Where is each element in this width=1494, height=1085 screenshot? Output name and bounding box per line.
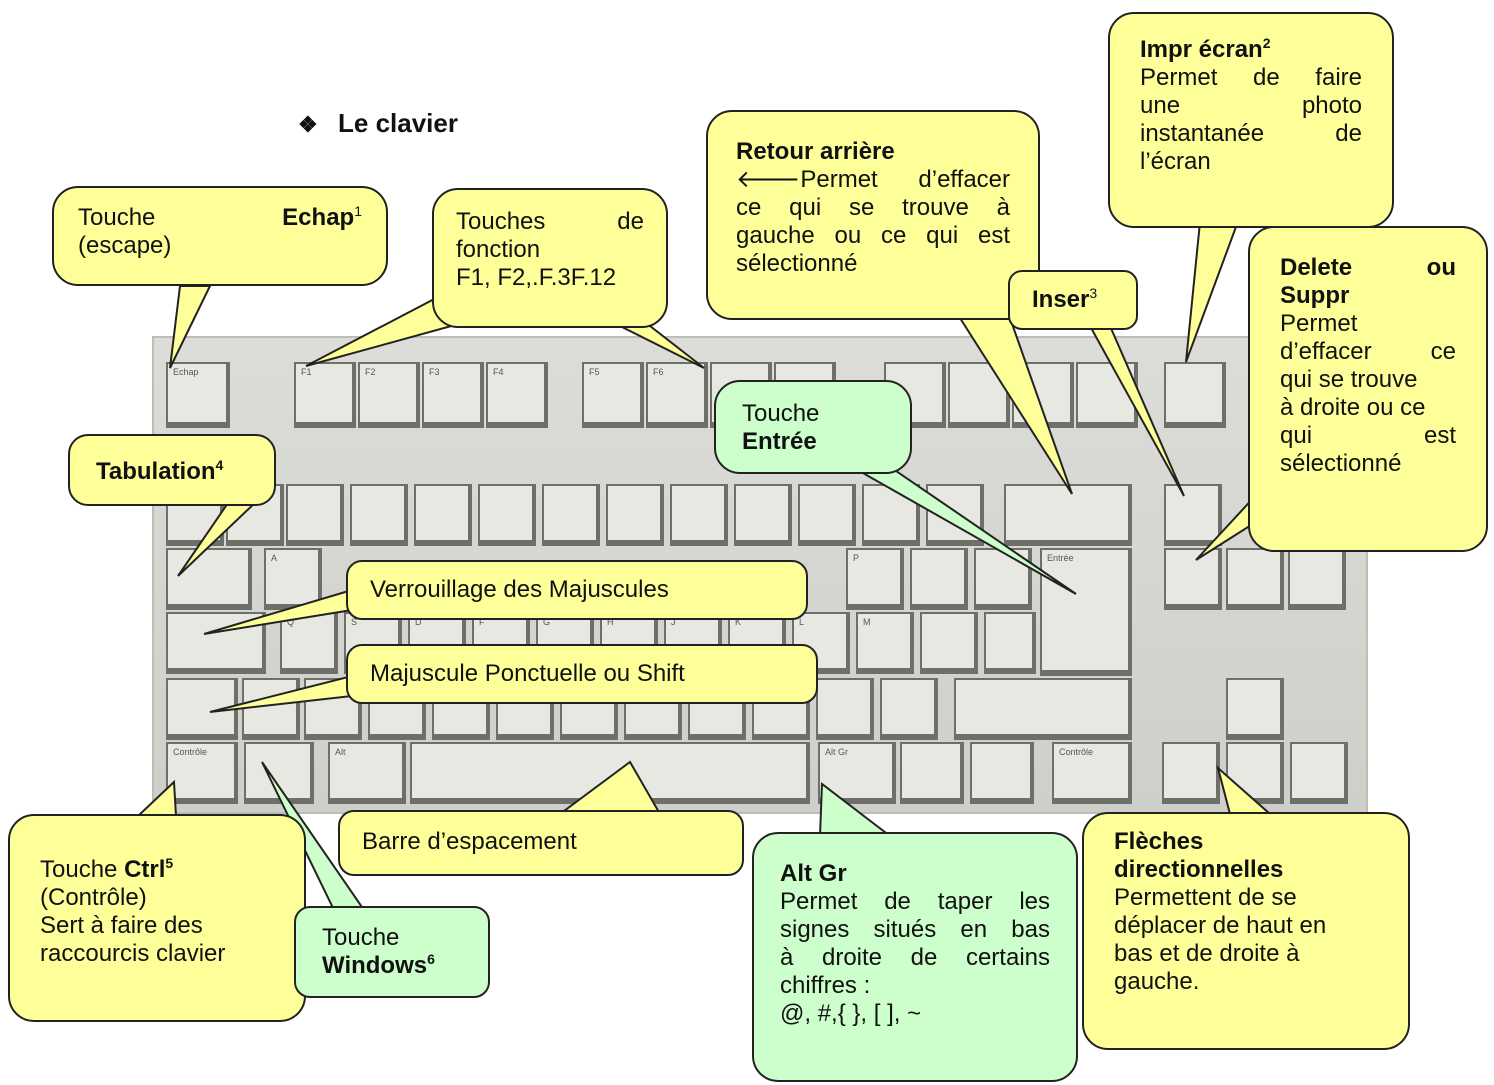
verr-tail: [203, 588, 353, 635]
key-8: [670, 484, 728, 546]
key-less: [242, 678, 300, 740]
callout-tabulation: Tabulation4: [68, 434, 276, 506]
key-tab: [166, 548, 252, 610]
ctrl-tail: [135, 779, 178, 817]
callout-inser: Inser3: [1008, 270, 1138, 330]
key-f6: F6: [646, 362, 708, 428]
key-f2: F2: [358, 362, 420, 428]
key-arrow-right: [1290, 742, 1348, 804]
key-p: P: [846, 548, 904, 610]
tab-tail: [177, 499, 261, 577]
callout-verrouillage: Verrouillage des Majuscules: [346, 560, 808, 620]
callout-altgr: Alt Gr Permet de taper les signes situés…: [752, 832, 1078, 1082]
callout-fonction: Touches de fonction F1, F2,.F.3F.12: [432, 188, 668, 328]
impr-tail: [1185, 214, 1242, 363]
callout-delete: Delete ou Suppr Permet d’effacer ce qui …: [1248, 226, 1488, 552]
key-2: [286, 484, 344, 546]
key-shift-right: [954, 678, 1132, 740]
key-0: [798, 484, 856, 546]
key-m: M: [856, 612, 914, 674]
key-caret: [910, 548, 968, 610]
espace-tail: [556, 760, 662, 815]
left-arrow-icon: 🡐: [736, 166, 801, 193]
key-ctrl-right: Contrôle: [1052, 742, 1132, 804]
key-entree: Entrée: [1040, 548, 1132, 676]
callout-fleches: Flèches directionnelles Permettent de se…: [1082, 812, 1410, 1050]
key-impr: [1164, 362, 1226, 428]
key-percent: [920, 612, 978, 674]
callout-majuscule: Majuscule Ponctuelle ou Shift: [346, 644, 818, 704]
diamond-bullet-icon: ❖: [298, 112, 318, 137]
key-5: [478, 484, 536, 546]
key-excl: [880, 678, 938, 740]
key-f5: F5: [582, 362, 644, 428]
key-inser: [1164, 484, 1222, 546]
callout-echap: Touche Echap1 (escape): [52, 186, 388, 286]
key-arrow-up: [1226, 678, 1284, 740]
callout-entree: Touche Entrée: [714, 380, 912, 474]
key-f3: F3: [422, 362, 484, 428]
key-alt: Alt: [328, 742, 406, 804]
key-q: Q: [280, 612, 338, 674]
callout-ctrl: Touche Ctrl5 (Contrôle) Sert à faire des…: [8, 814, 306, 1022]
echap-tail: [169, 285, 212, 369]
key-menu: [970, 742, 1034, 804]
key-windows-right: [900, 742, 964, 804]
title-text: Le clavier: [338, 108, 458, 138]
fonction-tail-2: [619, 325, 705, 369]
key-6: [542, 484, 600, 546]
fleches-tail: [1216, 765, 1273, 815]
altgr-tail: [818, 782, 893, 837]
key-3: [350, 484, 408, 546]
inser-tail: [1088, 325, 1185, 497]
key-f1: F1: [294, 362, 356, 428]
callout-barre-espacement: Barre d’espacement: [338, 810, 744, 876]
key-pgdn: [1288, 548, 1346, 610]
key-7: [606, 484, 664, 546]
callout-impr-ecran: Impr écran2 Permet de faire une photo in…: [1108, 12, 1394, 228]
maj-tail: [209, 674, 353, 713]
retour-tail: [958, 317, 1073, 495]
callout-retour-arriere: Retour arrière 🡐Permet d’effacer ce qui …: [706, 110, 1040, 320]
key-suppr: [1164, 548, 1222, 610]
key-arrow-left: [1162, 742, 1220, 804]
callout-windows: Touche Windows6: [294, 906, 490, 998]
key-f4: F4: [486, 362, 548, 428]
page-title: ❖ Le clavier: [298, 108, 458, 139]
entree-tail: [836, 459, 1077, 595]
key-mu: [984, 612, 1036, 674]
key-4: [414, 484, 472, 546]
key-ctrl-left: Contrôle: [166, 742, 238, 804]
key-echap: Echap: [166, 362, 230, 428]
key-fin: [1226, 548, 1284, 610]
key-colon: [816, 678, 874, 740]
key-9: [734, 484, 792, 546]
key-capslock: [166, 612, 266, 674]
